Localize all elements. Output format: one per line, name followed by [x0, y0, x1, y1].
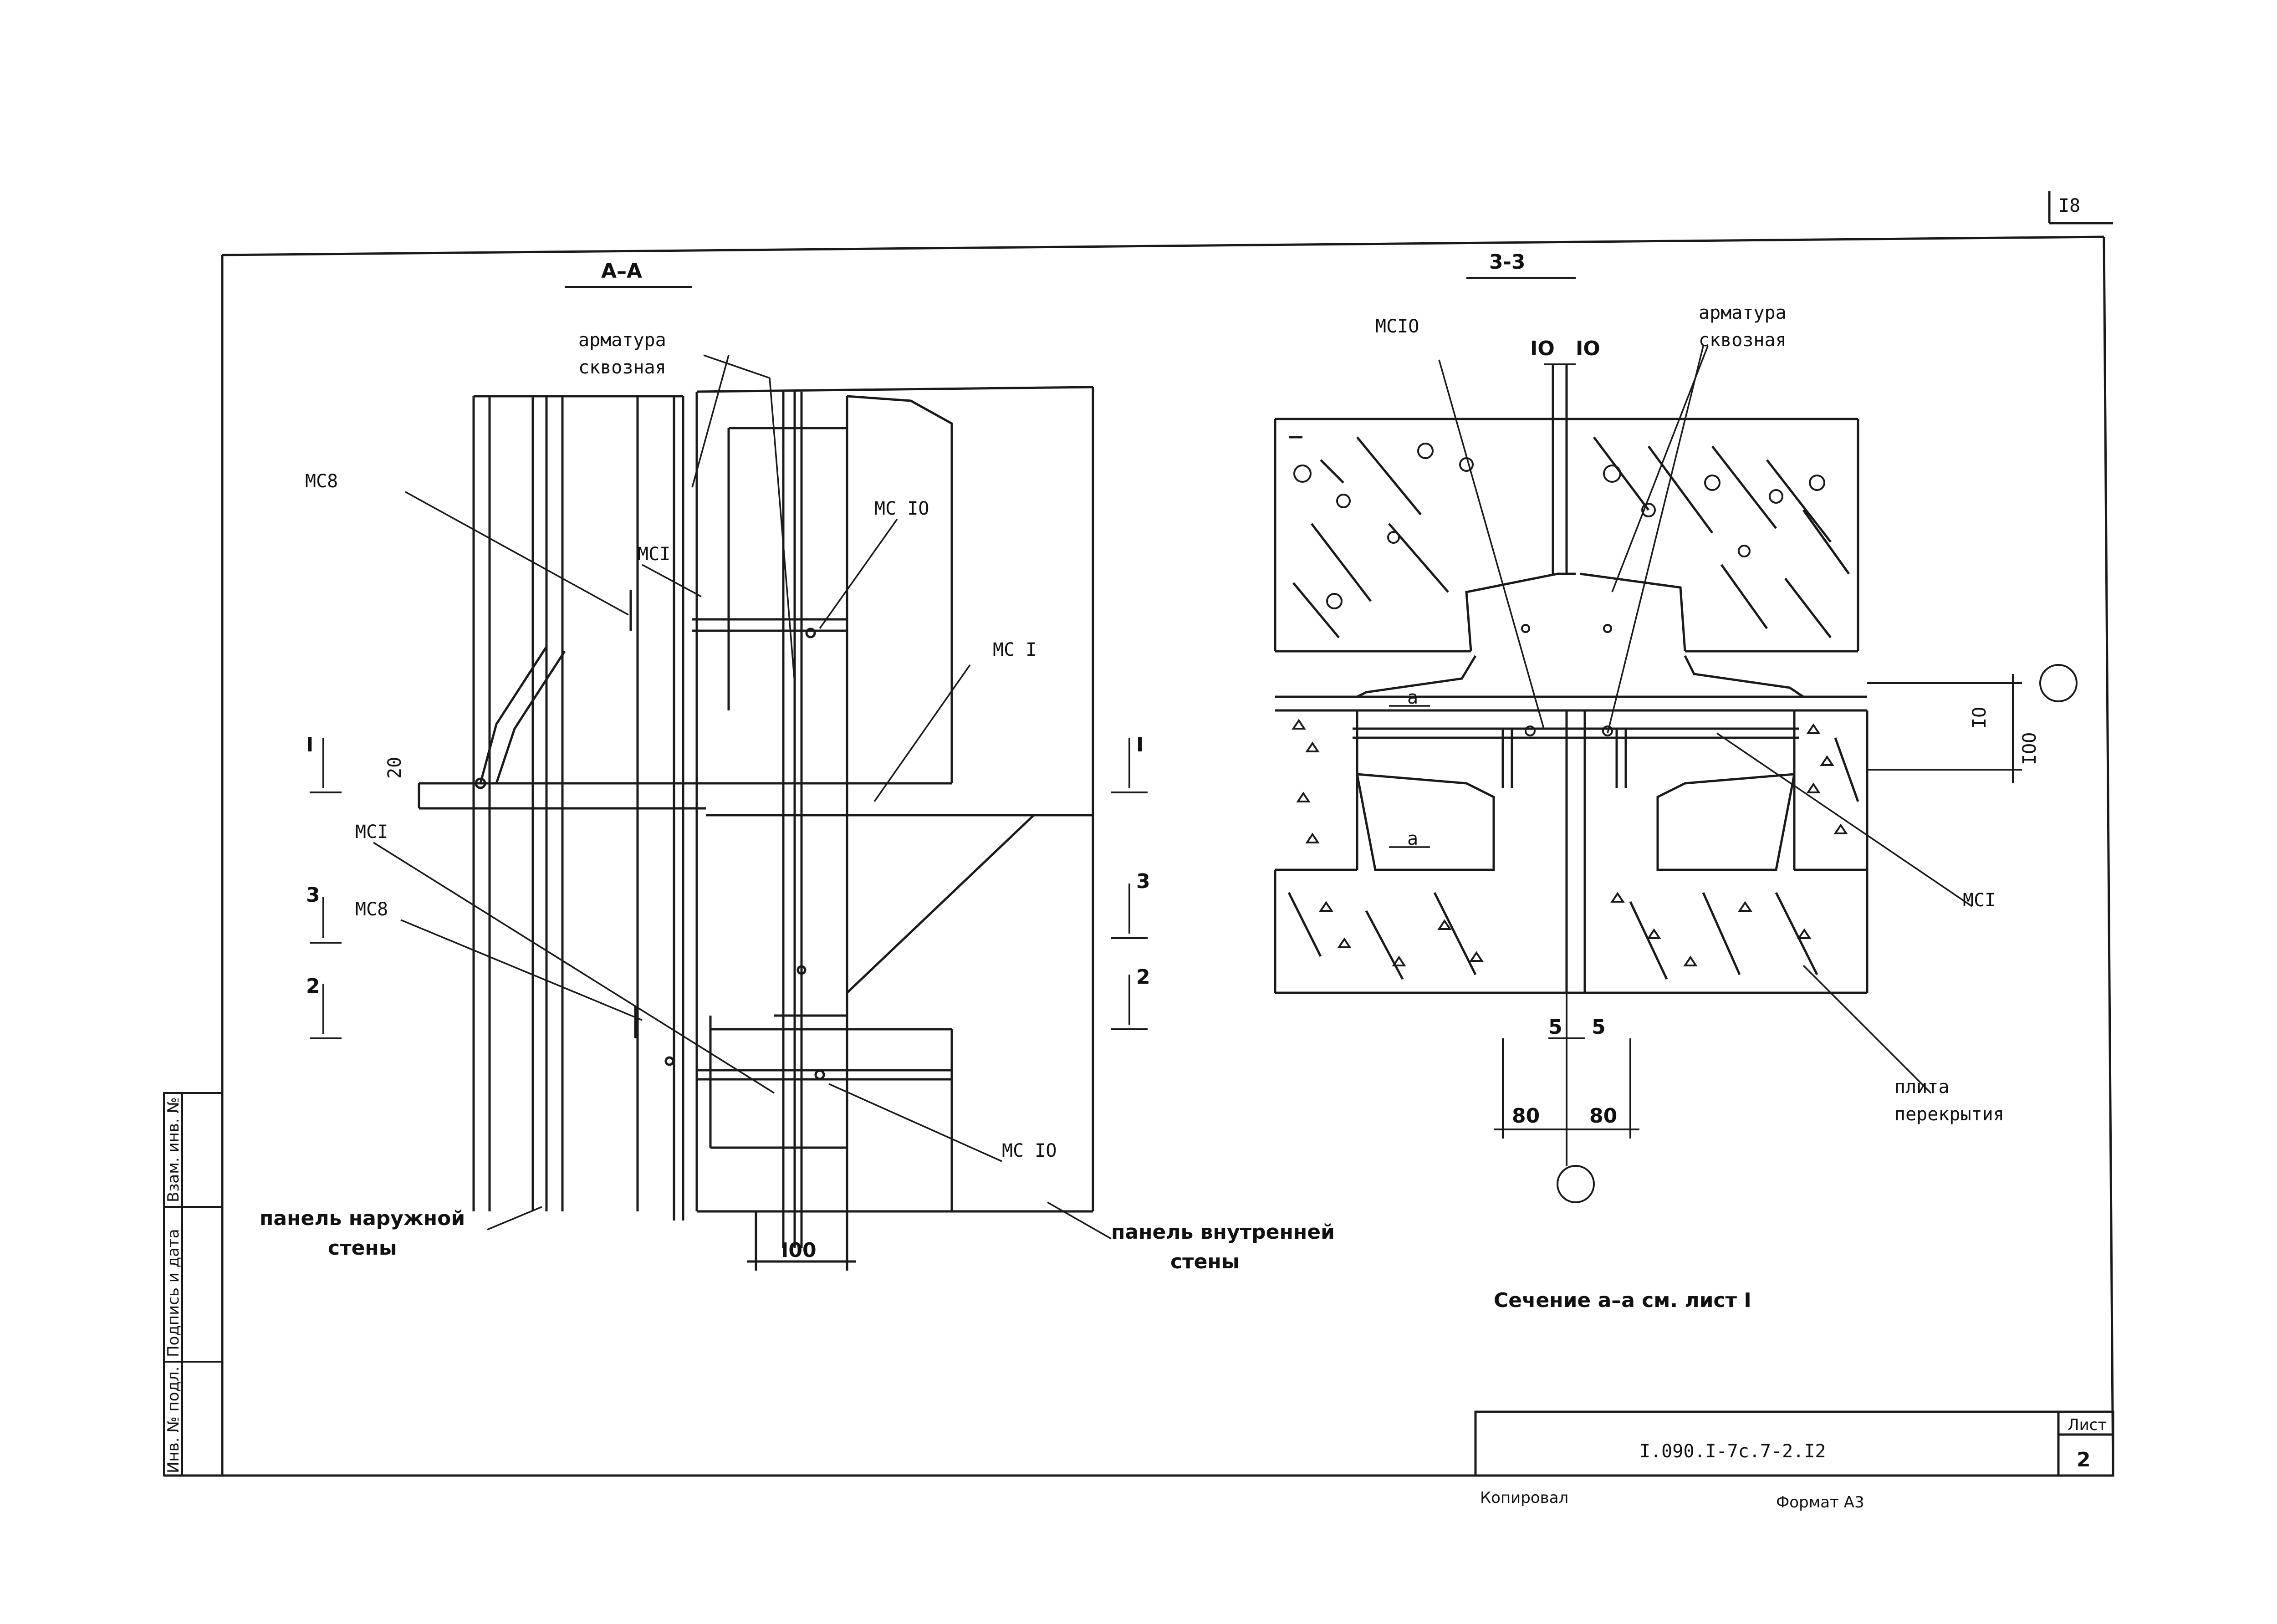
dim-100-left: I00: [781, 1239, 817, 1262]
mc10-label: МСIO: [1375, 316, 1419, 337]
mc10-top-label: МС IO: [874, 498, 929, 519]
dim-80b-label: 80: [1589, 1104, 1617, 1128]
embedded-parts-left: [475, 590, 825, 1080]
side-stamp-replace: Взам. инв. №: [164, 1097, 183, 1202]
cut-3-left: 3: [306, 883, 320, 907]
outer-wall-panel: [472, 395, 684, 1221]
cut-3-right: 3: [1136, 870, 1150, 893]
copied-label: Копировал: [1480, 1489, 1568, 1507]
dim-5a-label: 5: [1548, 1016, 1562, 1039]
slab-label-1: плита: [1894, 1077, 1949, 1098]
dim-10a-label: IO: [1530, 337, 1555, 360]
dim-100-side-label: IOO: [2019, 732, 2040, 765]
armatura-label-1: арматура: [578, 330, 666, 351]
format-label: Формат А3: [1776, 1493, 1864, 1512]
cut-1-right: I: [1136, 733, 1144, 756]
dimension-100-left: [747, 1211, 856, 1271]
lower-slab-joint: [1274, 655, 1869, 994]
sheet-frame: [164, 191, 2114, 1477]
cut-1-left: I: [306, 733, 313, 756]
inner-wall-panel: [695, 386, 1094, 1248]
cut-markers: [310, 738, 1148, 1039]
inner-panel-label-2: стены: [1170, 1250, 1240, 1273]
mc1-right-label: МС I: [993, 639, 1036, 660]
side-stamp-sign: Подпись и дата: [164, 1229, 183, 1357]
mc1-top-label: МСI: [638, 544, 670, 565]
lower-slab-aggregate: [1292, 719, 1848, 966]
dim-80a-label: 80: [1512, 1104, 1540, 1128]
drawing-code: I.090.I-7с.7-2.I2: [1639, 1441, 1826, 1462]
title-block: [1474, 1410, 2114, 1477]
mc1-bottom-label: МСI: [355, 822, 388, 843]
outer-panel-label-2: стены: [328, 1236, 397, 1260]
dim-10b-label: IO: [1576, 337, 1600, 360]
upper-panel-aggregate: [1293, 443, 1825, 633]
sheet-label: Лист: [2068, 1416, 2107, 1434]
inner-panel-label-1: панель внутренней: [1111, 1221, 1335, 1244]
dimensions-right: [1494, 363, 2078, 1203]
section-33-title: 3-3: [1489, 250, 1526, 274]
side-stamp-inv: Инв. № подл.: [164, 1366, 183, 1473]
floor-slab-bar: [418, 618, 847, 810]
section-aa: А–А: [260, 260, 1335, 1273]
outer-panel-label-1: панель наружной: [260, 1207, 465, 1230]
dim-10-side-label: IO: [1969, 707, 1990, 729]
callout-leaders-right: [1389, 346, 1972, 1094]
mc10-bottom-label: МС IO: [1002, 1140, 1057, 1161]
cut-2-right: 2: [1136, 965, 1150, 989]
section-aa-title: А–А: [601, 260, 642, 283]
sheet-number-top: I8: [2058, 195, 2080, 216]
mc8-top-label: МС8: [305, 471, 338, 492]
armatura-right-label-2: сквозная: [1699, 330, 1787, 351]
section-note: Сечение а–а см. лист I: [1494, 1289, 1751, 1312]
mc1-right-section-label: МСI: [1963, 890, 1996, 911]
callout-leaders-left: [373, 354, 1112, 1240]
a-upper-label: а: [1407, 687, 1418, 708]
armatura-label-2: сквозная: [578, 357, 666, 378]
cut-2-left: 2: [306, 975, 320, 998]
a-lower-label: а: [1407, 828, 1418, 849]
side-stamp: [163, 1092, 223, 1476]
dim-20-left: 20: [384, 757, 405, 779]
section-33: 3-3: [1274, 250, 2078, 1203]
slab-label-2: перекрытия: [1894, 1104, 2004, 1125]
mc8-bottom-label: МС8: [355, 899, 388, 920]
dim-5b-label: 5: [1592, 1016, 1606, 1039]
sheet-value: 2: [2077, 1448, 2091, 1471]
armatura-right-label-1: арматура: [1699, 302, 1787, 323]
upper-wall-panel: [1274, 364, 1859, 653]
